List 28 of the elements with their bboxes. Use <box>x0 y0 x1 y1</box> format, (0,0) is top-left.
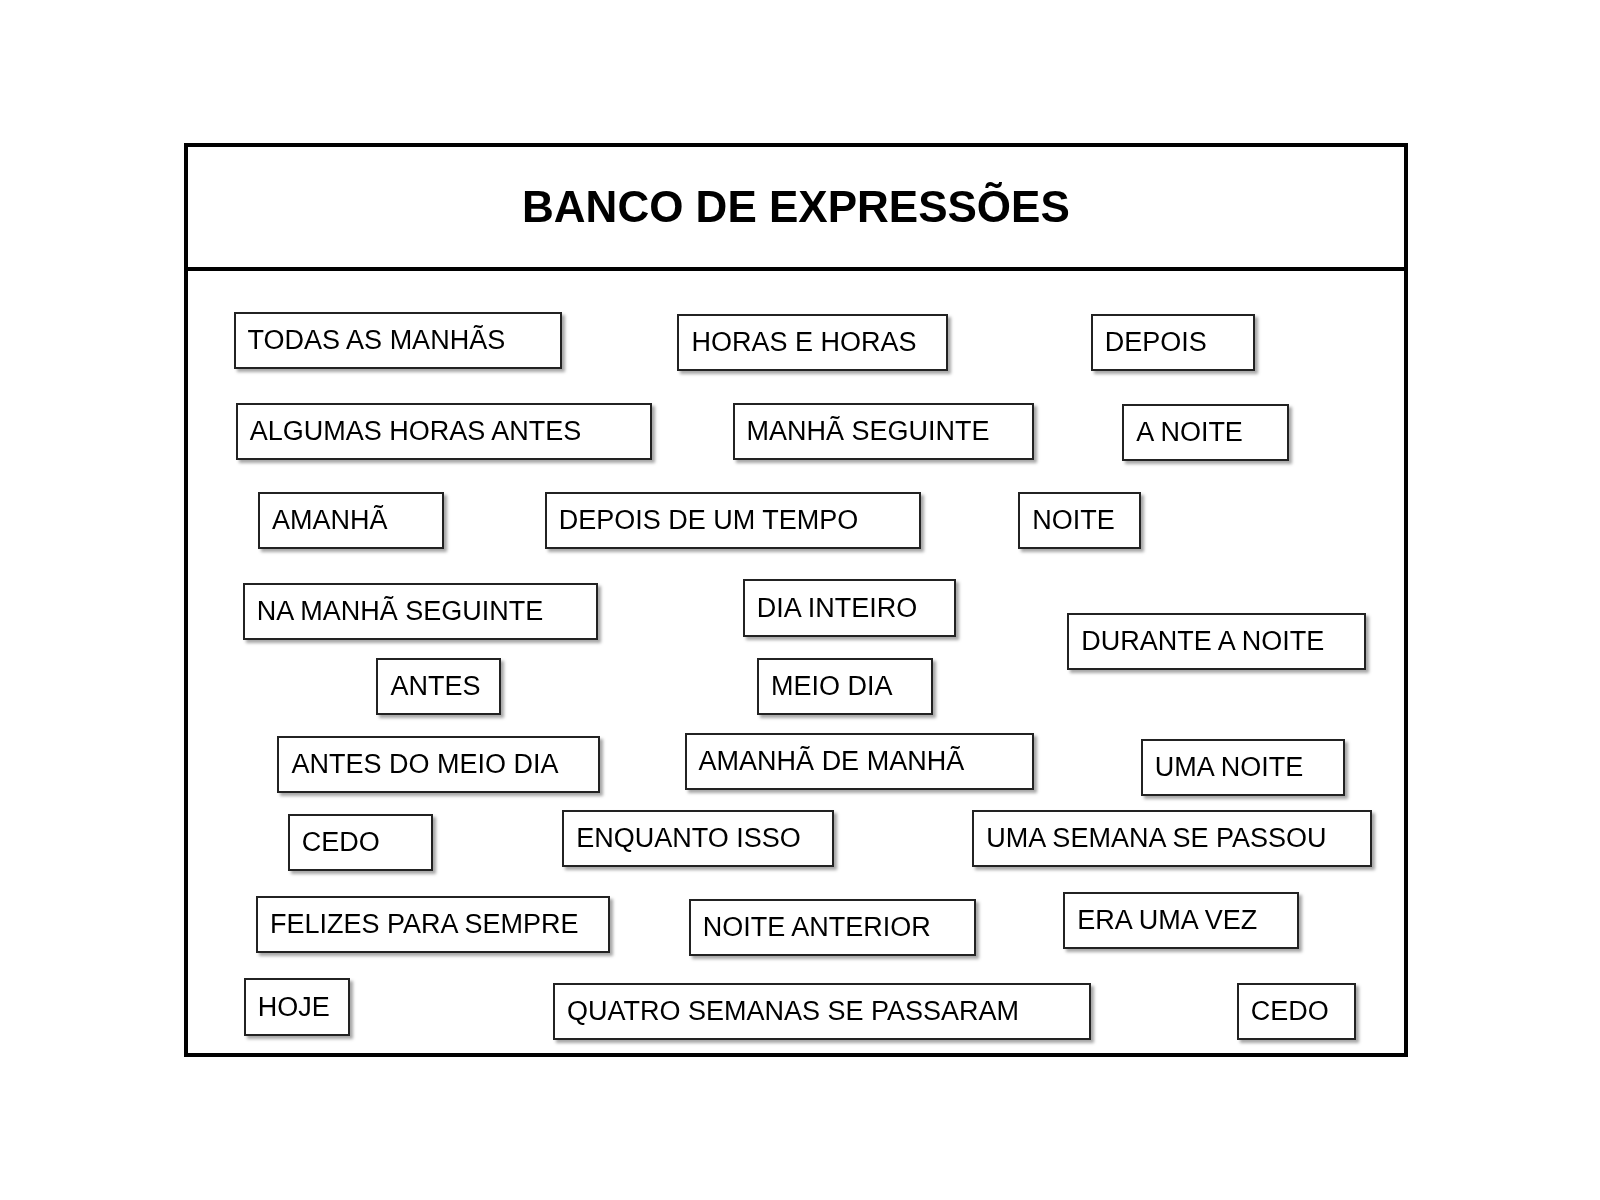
expression-card: HORAS E HORAS <box>677 314 948 372</box>
expression-card: NA MANHÃ SEGUINTE <box>242 582 598 640</box>
expression-card: UMA NOITE <box>1140 738 1345 796</box>
expression-card: FELIZES PARA SEMPRE <box>256 895 611 953</box>
expression-card: QUATRO SEMANAS SE PASSARAM <box>552 982 1091 1040</box>
expression-card: A NOITE <box>1122 404 1289 462</box>
expression-card: ERA UMA VEZ <box>1063 891 1299 949</box>
expression-card: ENQUANTO ISSO <box>562 810 834 868</box>
expression-card: AMANHÃ DE MANHÃ <box>684 732 1034 790</box>
expression-card: MANHÃ SEGUINTE <box>732 402 1034 461</box>
expression-card: AMANHÃ <box>258 491 444 549</box>
expression-card: DURANTE A NOITE <box>1067 613 1367 671</box>
expression-card: ALGUMAS HORAS ANTES <box>235 402 652 461</box>
heading: BANCO DE EXPRESSÕES <box>522 182 1070 233</box>
expression-card: ANTES DO MEIO DIA <box>277 735 600 793</box>
word-bank-frame <box>183 142 1409 1058</box>
expression-card: MEIO DIA <box>757 658 933 716</box>
expression-card: TODAS AS MANHÃS <box>233 312 563 370</box>
expression-card: CEDO <box>287 814 433 872</box>
expression-card: DEPOIS DE UM TEMPO <box>544 491 922 549</box>
expression-card: NOITE <box>1018 491 1141 549</box>
expression-card: NOITE ANTERIOR <box>688 898 977 956</box>
expression-card: ANTES <box>376 658 501 716</box>
expression-card: DEPOIS <box>1090 314 1255 372</box>
expression-card: DIA INTEIRO <box>742 579 956 637</box>
expression-card: CEDO <box>1236 982 1356 1040</box>
expression-card: HOJE <box>243 978 350 1036</box>
expression-card: UMA SEMANA SE PASSOU <box>972 810 1373 868</box>
